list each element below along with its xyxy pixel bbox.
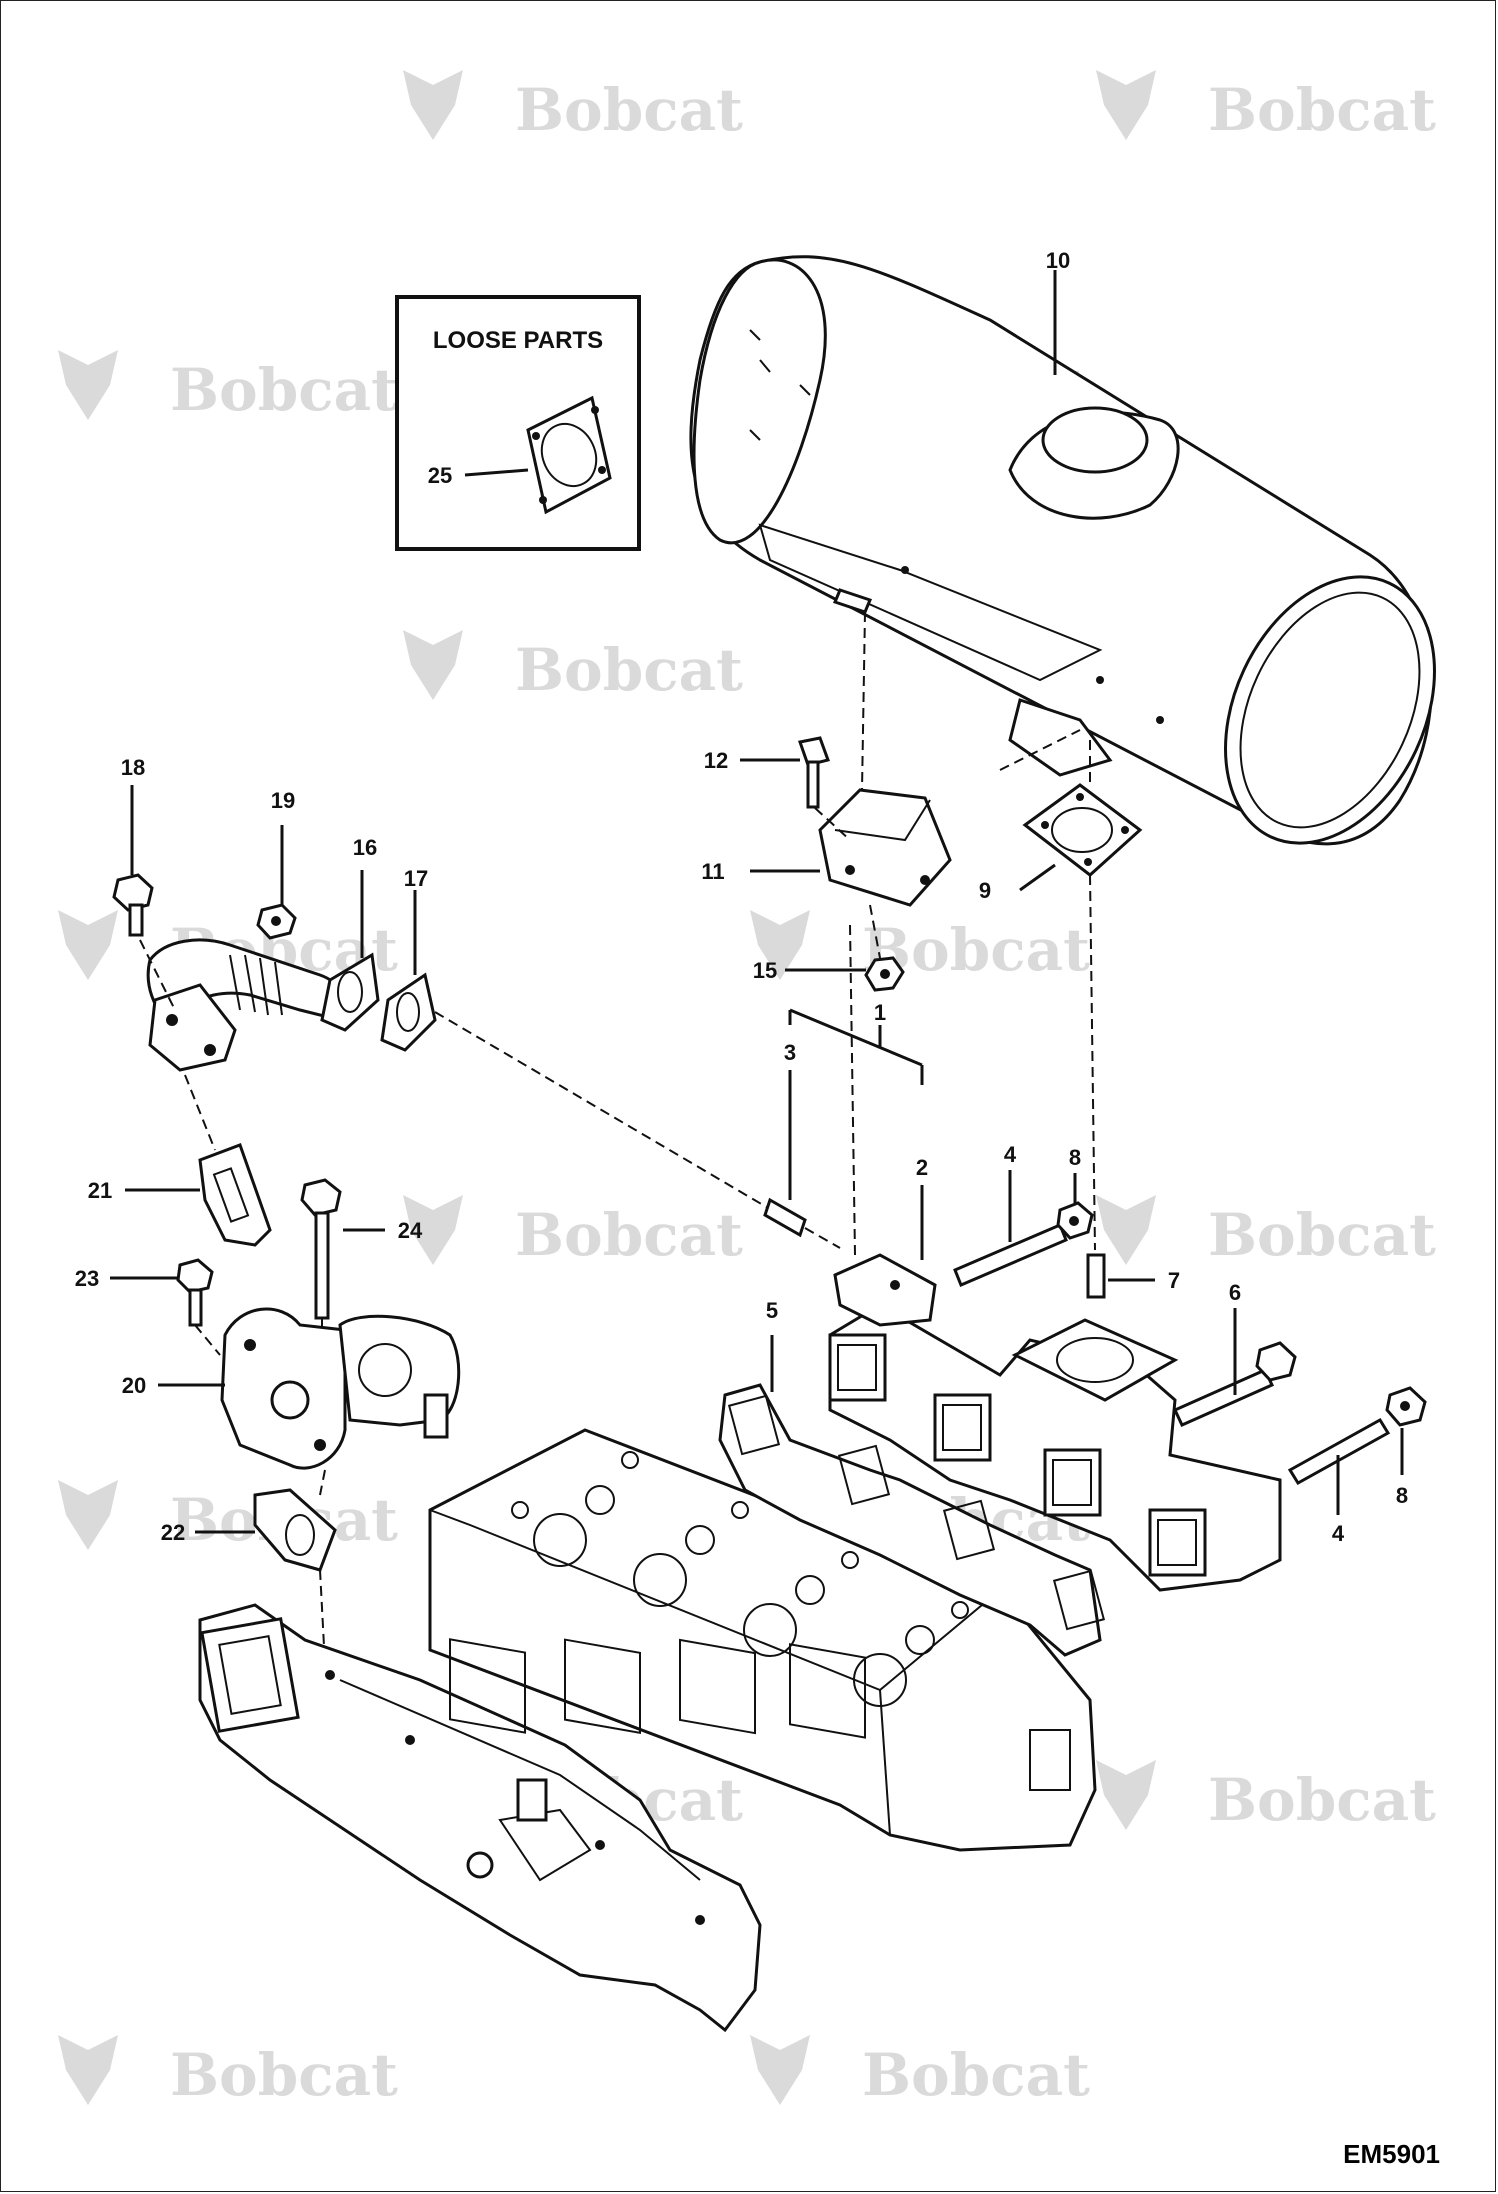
watermark-text: Bobcat: [1208, 1766, 1436, 1834]
callout-8a: 8: [1069, 1145, 1081, 1170]
watermark-text: Bobcat: [515, 636, 743, 704]
stud-3[interactable]: [763, 1197, 807, 1238]
nut-8-lower[interactable]: [1385, 1386, 1427, 1427]
stud-4-lower[interactable]: [1287, 1417, 1391, 1486]
callout-16: 16: [353, 835, 377, 860]
gasket-9[interactable]: [1022, 783, 1143, 877]
bobcat-logo-icon: [403, 70, 463, 140]
watermark-text: Bobcat: [170, 356, 398, 424]
callout-9: 9: [979, 878, 991, 903]
callout-8b: 8: [1396, 1483, 1408, 1508]
callout-3: 3: [784, 1040, 796, 1065]
callout-17: 17: [404, 866, 428, 891]
watermark-text: Bobcat: [862, 2041, 1090, 2109]
group-bracket-1: [788, 1008, 924, 1085]
nut-15[interactable]: [864, 956, 905, 992]
callout-25: 25: [428, 463, 452, 488]
callout-23: 23: [75, 1266, 99, 1291]
gasket-25[interactable]: [526, 395, 612, 515]
watermark-text: Bobcat: [515, 76, 743, 144]
watermark-text: Bobcat: [1208, 1201, 1436, 1269]
watermark-text: Bobcat: [1208, 76, 1436, 144]
bobcat-logo-icon: [1096, 1760, 1156, 1830]
bobcat-logo-icon: [403, 1195, 463, 1265]
intake-manifold[interactable]: [198, 1603, 762, 2033]
callout-1: 1: [874, 1000, 886, 1025]
bolt-18[interactable]: [112, 873, 154, 937]
callout-12: 12: [704, 748, 728, 773]
callout-6: 6: [1229, 1280, 1241, 1305]
bobcat-logo-icon: [750, 910, 810, 980]
gasket-21[interactable]: [198, 1143, 272, 1247]
nut-8-upper[interactable]: [1056, 1201, 1094, 1240]
loose-parts-title: LOOSE PARTS: [433, 327, 603, 354]
callout-22: 22: [161, 1520, 185, 1545]
bobcat-logo-icon: [1096, 70, 1156, 140]
bobcat-logo-icon: [1096, 1195, 1156, 1265]
bolt-23[interactable]: [176, 1258, 214, 1327]
callout-20: 20: [122, 1373, 146, 1398]
bolt-12[interactable]: [798, 736, 830, 809]
exhaust-manifold-1[interactable]: [828, 1253, 1282, 1592]
watermark-text: Bobcat: [170, 2041, 398, 2109]
callout-5: 5: [766, 1298, 778, 1323]
muffler-10[interactable]: [689, 255, 1475, 877]
callout-15: 15: [753, 958, 777, 983]
bracket-11[interactable]: [818, 788, 952, 907]
callout-21: 21: [88, 1178, 112, 1203]
bobcat-logo-icon: [58, 1480, 118, 1550]
bobcat-logo-icon: [58, 910, 118, 980]
exhaust-gasket-5[interactable]: [718, 1383, 1106, 1657]
gasket-17[interactable]: [380, 972, 437, 1052]
callout-10: 10: [1046, 248, 1070, 273]
watermark-text: Bobcat: [515, 1201, 743, 1269]
bolt-24[interactable]: [300, 1178, 342, 1320]
callout-2: 2: [916, 1155, 928, 1180]
egr-valve-20[interactable]: [220, 1307, 461, 1470]
nut-19[interactable]: [256, 903, 297, 940]
bobcat-logo-icon: [58, 2035, 118, 2105]
callout-4b: 4: [1332, 1521, 1345, 1546]
callout-19: 19: [271, 788, 295, 813]
bobcat-logo-icon: [403, 630, 463, 700]
drawing-code: EM5901: [1343, 2139, 1440, 2169]
gasket-16[interactable]: [320, 952, 380, 1032]
callout-7: 7: [1168, 1268, 1180, 1293]
bobcat-logo-icon: [58, 350, 118, 420]
callout-4a: 4: [1004, 1142, 1017, 1167]
bobcat-logo-icon: [750, 2035, 810, 2105]
egr-pipe[interactable]: [146, 938, 346, 1072]
loose-parts-box: LOOSE PARTS 25: [395, 295, 641, 551]
callout-11: 11: [701, 859, 724, 884]
stud-4-upper[interactable]: [953, 1223, 1068, 1287]
stud-7[interactable]: [1086, 1253, 1106, 1299]
callout-18: 18: [121, 755, 145, 780]
callout-24: 24: [398, 1218, 423, 1243]
